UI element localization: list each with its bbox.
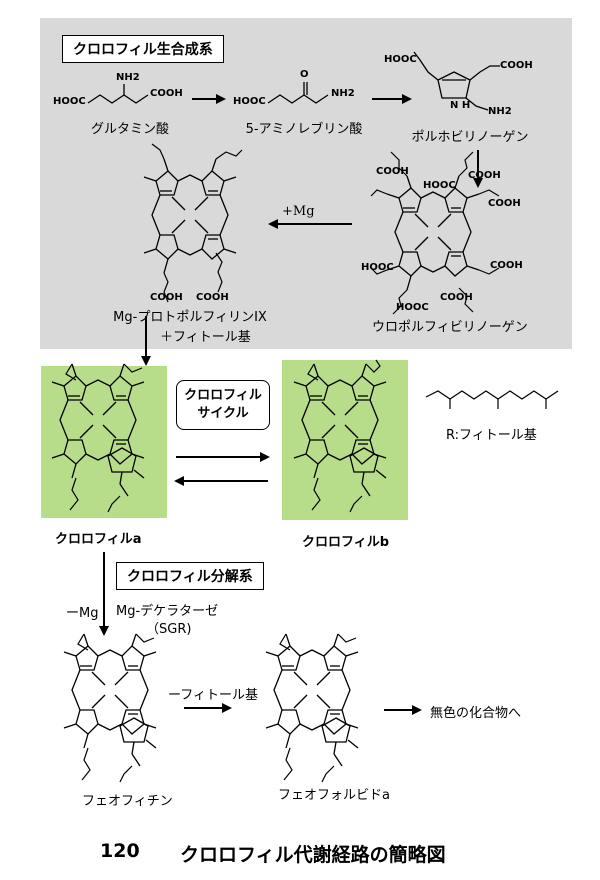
pbg-nh2: NH2 bbox=[488, 106, 512, 117]
glutamate-cooh: COOH bbox=[150, 88, 183, 99]
chlorophyll-b-highlight bbox=[282, 360, 408, 520]
ala-label: 5-アミノレブリン酸 bbox=[245, 122, 363, 137]
uro-group: HOOC bbox=[423, 180, 456, 191]
uro-label: ウロポルフィビリノーゲン bbox=[372, 320, 528, 335]
glutamate-nh2: NH2 bbox=[116, 72, 140, 83]
uro-group: COOH bbox=[440, 292, 473, 303]
uro-group: COOH bbox=[376, 166, 409, 177]
minus-mg-label: ーMg bbox=[66, 606, 99, 621]
chlorophyll-cycle-line2: サイクル bbox=[197, 406, 249, 421]
uro-group: COOH bbox=[488, 198, 521, 209]
figure-number: 120 bbox=[100, 840, 140, 862]
chlorophyll-a-highlight bbox=[41, 366, 167, 518]
uro-group: HOOC bbox=[361, 262, 394, 273]
enzyme-label: Mg-デケラターゼ bbox=[116, 604, 219, 619]
add-mg-label: +Mg bbox=[282, 204, 315, 219]
glutamate-hooc: HOOC bbox=[53, 96, 86, 107]
add-phytol-label: ＋フィトール基 bbox=[160, 330, 251, 345]
ala-hooc: HOOC bbox=[233, 96, 266, 107]
chlorophyll-cycle-box: クロロフィル サイクル bbox=[176, 380, 270, 430]
pheophytin-label: フェオフィチン bbox=[82, 794, 173, 809]
minus-phytol-label: ーフィトール基 bbox=[168, 688, 258, 703]
mgproto-label: Mg-プロトポルフィリンIX bbox=[113, 310, 267, 325]
chlorophyll-a-label: クロロフィルa bbox=[55, 532, 142, 547]
synthesis-panel bbox=[40, 18, 572, 349]
pbg-nh: N H bbox=[450, 100, 471, 111]
uro-group: COOH bbox=[490, 260, 523, 271]
phytyl-label: R:フィトール基 bbox=[446, 428, 537, 443]
ala-oxygen: O bbox=[300, 69, 309, 80]
ala-nh2: NH2 bbox=[331, 88, 355, 99]
degradation-title: クロロフィル分解系 bbox=[116, 562, 264, 590]
pbg-label: ポルホビリノーゲン bbox=[411, 130, 529, 145]
pheophorbide-label: フェオフォルビドa bbox=[278, 788, 390, 803]
uro-group: COOH bbox=[468, 170, 501, 181]
enzyme-abbr: （SGR) bbox=[146, 622, 192, 637]
synthesis-title: クロロフィル生合成系 bbox=[62, 35, 224, 63]
mgproto-group: COOH bbox=[150, 292, 183, 303]
pbg-hooc: HOOC bbox=[384, 54, 417, 65]
figure-title: クロロフィル代謝経路の簡略図 bbox=[180, 844, 446, 866]
colorless-product-label: 無色の化合物へ bbox=[430, 706, 522, 721]
pbg-cooh: COOH bbox=[500, 60, 533, 71]
glutamate-label: グルタミン酸 bbox=[90, 122, 169, 137]
chlorophyll-b-label: クロロフィルb bbox=[302, 535, 390, 550]
uro-group: HOOC bbox=[396, 302, 429, 313]
mgproto-group: COOH bbox=[196, 292, 229, 303]
chlorophyll-cycle-line1: クロロフィル bbox=[184, 388, 262, 403]
